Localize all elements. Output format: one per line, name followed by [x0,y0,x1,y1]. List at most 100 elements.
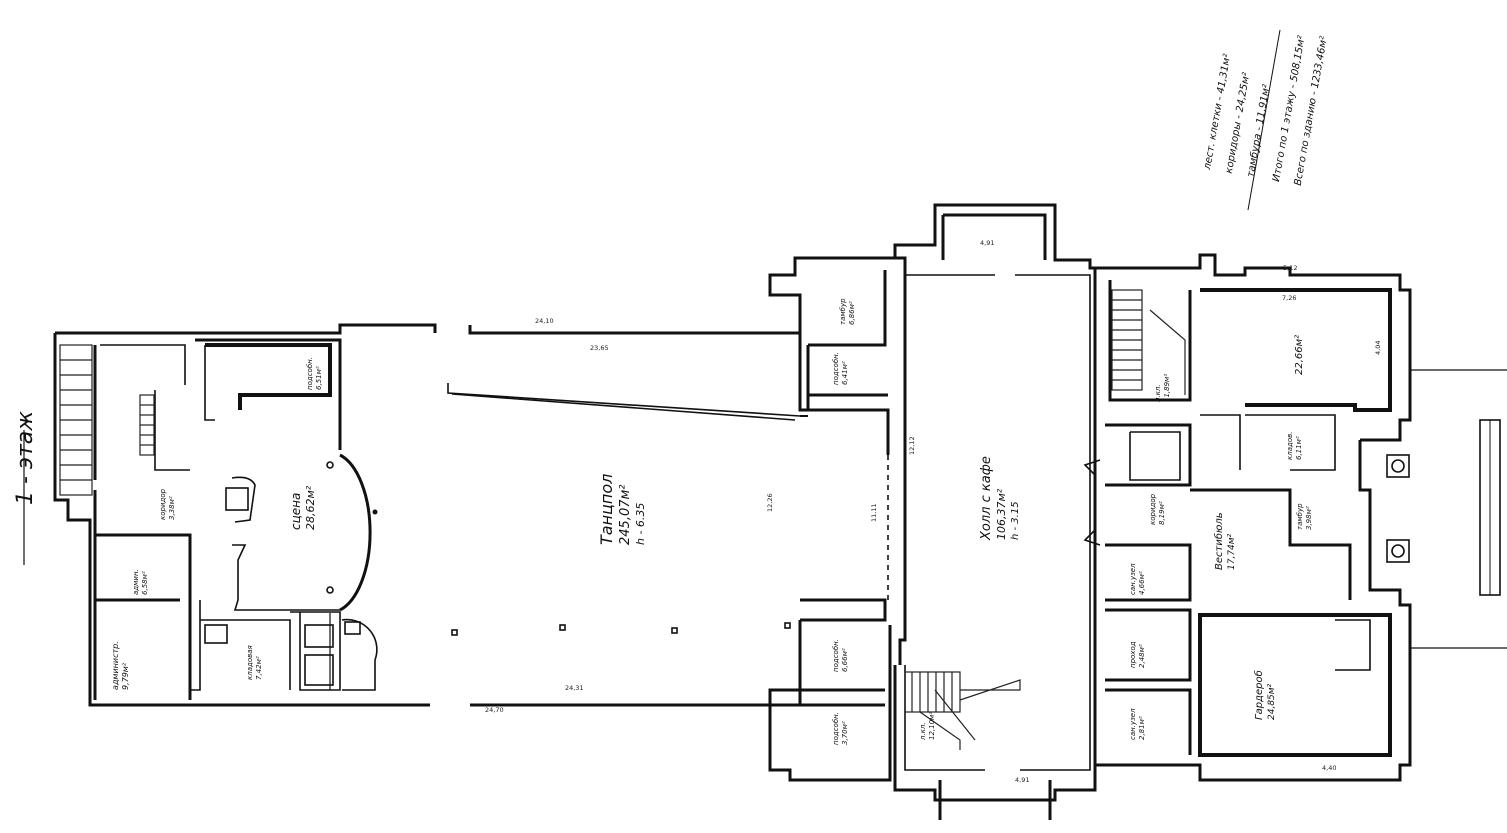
room-stair-north: л.кл. 11,89м² [1154,374,1171,403]
room-util-south1: подсобн. 6,66м² [832,639,849,672]
room-closet: кладов. 6,11м² [1286,432,1303,460]
san1-name: сан.узел [1129,563,1137,595]
svg-text:12,12: 12,12 [908,436,916,455]
storage-area: 7,42м² [255,656,263,680]
dimension-entrance-south: 4,91 [1015,776,1029,784]
room-hall: Холл с кафе 106,37м² h - 3.15 [979,456,1021,541]
room-san2: сан.узел 2,81м² [1129,708,1146,740]
summary-rule [1247,29,1281,211]
util-south2-name: подсобн. [832,712,840,745]
tambour-north-area: 6,86м² [848,301,856,325]
stair-east [1111,289,1186,395]
util-south2-area: 3,70м² [841,721,849,745]
dimension-entrance-north: 4,91 [980,239,994,247]
dimension-top-dance2: 24,10 [535,317,554,325]
dimension-bottom-dance: 24,31 [565,684,584,692]
closet-area: 6,11м² [1295,436,1303,460]
svg-text:23,65: 23,65 [590,344,609,352]
room-util-south2: подсобн. 3,70м² [832,712,849,745]
room-stair-south: л.кл. 12,10м² [919,712,936,741]
svg-text:24,70: 24,70 [485,706,504,714]
svg-text:5,12: 5,12 [1283,264,1297,272]
room-ne: 22,66м² [1294,335,1305,375]
room-tambour-south: тамбур 3,98м² [1296,503,1313,530]
backstage-name: подсобн. [306,357,314,390]
admin-small-name: админ. [132,569,140,595]
stair-north-name: л.кл. [1154,384,1162,403]
room-corridor-east: коридор 8,19м² [1149,493,1166,525]
hall-area: 106,37м² [995,488,1008,540]
hall-height: h - 3.15 [1010,501,1021,540]
san1-area: 4,66м² [1138,571,1146,595]
svg-text:11,11: 11,11 [870,503,878,522]
dimension-east-south: 4,40 [1322,764,1336,772]
svg-text:24,31: 24,31 [565,684,584,692]
room-vestibule: Вестибюль 17,74м² [1213,512,1237,570]
admin-left-name: администр. [111,641,120,690]
dance-floor [326,345,890,636]
stage-area: 28,62м² [304,485,317,530]
room-admin-left: администр. 9,79м² [111,641,130,690]
vestibule-area: 17,74м² [1227,533,1237,570]
corridor-east-area: 8,19м² [1158,501,1166,525]
stage-name: сцена [289,493,303,530]
dimension-ne-depth: 4,04 [1374,341,1382,355]
corridor-east-name: коридор [1149,493,1157,525]
room-dance: Танцпол 245,07м² h - 6.35 [597,474,647,545]
pass-area: 2,48м² [1138,644,1146,668]
room-admin-small: админ. 6,58м² [132,569,149,595]
tambour-north-name: тамбур [839,298,847,325]
dimension-hall-width: 12,12 [908,436,916,455]
floor-title-text: 1 - этаж [13,411,38,505]
stair-west [59,344,155,496]
svg-text:7,26: 7,26 [1282,294,1296,302]
dance-name: Танцпол [597,474,616,545]
room-san1: сан.узел 4,66м² [1129,563,1146,595]
util-south1-name: подсобн. [832,639,840,672]
wardrobe-area: 24,85м² [1267,683,1277,720]
corridor-west-area: 3,38м² [168,496,176,520]
floor-title: 1 - этаж [13,411,38,505]
center-blocks [768,256,907,782]
util-south1-area: 6,66м² [841,648,849,672]
dimension-ne-width: 7,26 [1282,294,1296,302]
dimension-east-north: 5,12 [1283,264,1297,272]
storage-name: кладовая [246,645,254,680]
san2-area: 2,81м² [1138,716,1146,740]
svg-text:12,26: 12,26 [766,493,774,512]
room-util-north: подсобн. 6,41м² [832,352,849,385]
wardrobe-name: Гардероб [1253,670,1265,720]
room-stage: сцена 28,62м² [289,485,317,530]
svg-text:4,91: 4,91 [1015,776,1029,784]
svg-text:4,91: 4,91 [980,239,994,247]
admin-left-area: 9,79м² [121,662,130,690]
admin-small-area: 6,58м² [141,571,149,595]
room-storage: кладовая 7,42м² [246,645,263,680]
room-corridor-west: коридор 3,38м² [159,488,176,520]
stair-south [904,671,1021,750]
util-north-name: подсобн. [832,352,840,385]
dimension-width-dance: 12,26 [766,493,774,512]
room-pass: проход 2,48м² [1129,641,1146,668]
corridor-west-name: коридор [159,488,167,520]
pass-name: проход [1129,641,1137,668]
east-wing [1083,253,1507,782]
hall-block [893,203,1097,820]
room-backstage: подсобн. 6,51м² [306,357,323,390]
san2-name: сан.узел [1129,708,1137,740]
stair-south-name: л.кл. [919,722,927,741]
tambour-south-area: 3,98м² [1305,506,1313,530]
vestibule-name: Вестибюль [1213,512,1225,570]
stair-south-area: 12,10м² [928,712,936,740]
backstage-area: 6,51м² [315,366,323,390]
svg-text:24,10: 24,10 [535,317,554,325]
room-ne-area: 22,66м² [1294,335,1305,375]
svg-text:4,40: 4,40 [1322,764,1336,772]
dimension-bottom-dance2: 24,70 [485,706,504,714]
util-north-area: 6,41м² [841,361,849,385]
closet-name: кладов. [1286,432,1294,460]
svg-text:4,04: 4,04 [1374,341,1382,355]
hall-name: Холл с кафе [979,456,994,541]
stair-north-area: 11,89м² [1163,374,1171,402]
